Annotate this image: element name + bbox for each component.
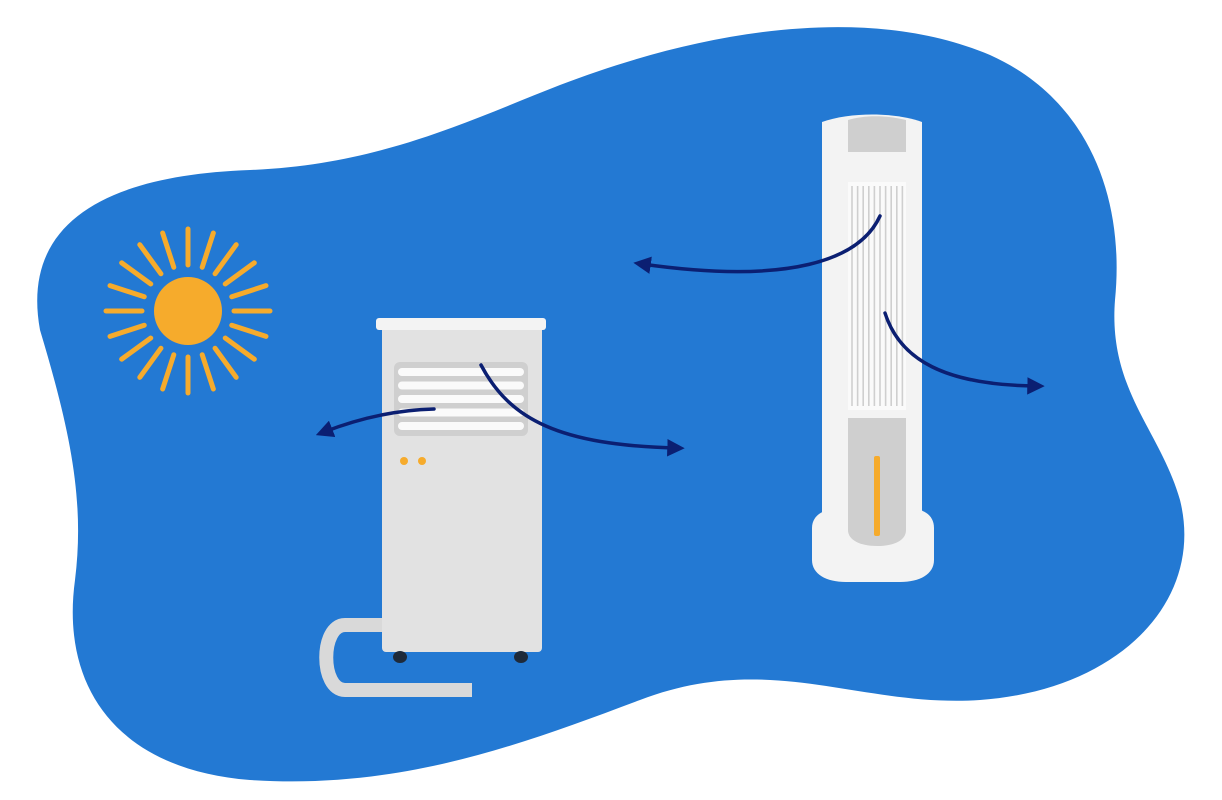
sun-ray (119, 335, 154, 362)
exhaust-hose (319, 618, 472, 697)
portable-air-conditioner-icon (319, 318, 546, 697)
airflow-arrow-icon (883, 311, 1045, 395)
ac-indicator-light (400, 457, 408, 465)
ac-top-cap (376, 318, 546, 330)
sun-ray (222, 260, 257, 287)
fan-grille-lines (851, 186, 904, 406)
sun-ray (229, 283, 269, 300)
fan-top (848, 116, 906, 152)
sun-icon (103, 226, 273, 396)
ac-vent-slat (398, 395, 524, 403)
ac-vent-slat (398, 422, 524, 430)
sun-ray (229, 322, 269, 339)
fan-indicator-bar (874, 456, 880, 536)
airflow-arrow-icon (633, 214, 882, 274)
ac-vent-slat (398, 368, 524, 376)
sun-ray (119, 260, 154, 287)
ac-vent-slat (398, 381, 524, 390)
sun-ray (160, 352, 177, 392)
ac-wheel (514, 651, 528, 663)
sun-ray (160, 230, 177, 270)
sun-ray (107, 283, 147, 300)
airflow-arrow-icon (315, 407, 436, 437)
ac-indicator-light (418, 457, 426, 465)
sun-ray (137, 242, 164, 277)
sun-ray (199, 352, 216, 392)
tower-fan-icon (812, 114, 934, 582)
airflow-arrows (315, 214, 1045, 457)
sun-ray (137, 345, 164, 380)
sun-core (154, 277, 222, 345)
sun-ray (199, 230, 216, 270)
sun-ray (212, 345, 239, 380)
sun-ray (222, 335, 257, 362)
background-blob (37, 27, 1185, 782)
sun-ray (212, 242, 239, 277)
ac-wheel (393, 651, 407, 663)
sun-ray (107, 322, 147, 339)
airflow-arrow-icon (479, 363, 685, 457)
